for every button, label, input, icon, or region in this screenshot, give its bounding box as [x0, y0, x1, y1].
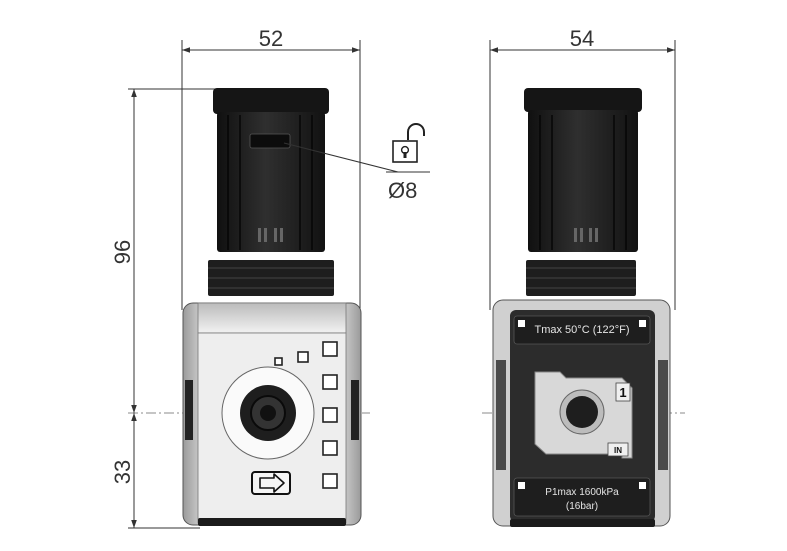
arrow-right-icon	[251, 471, 291, 495]
side-knob-marks	[574, 228, 598, 242]
front-base	[198, 518, 346, 526]
side-grips	[496, 360, 668, 470]
front-neck-threads	[208, 267, 334, 289]
front-right-grip	[351, 380, 359, 440]
side-base	[510, 519, 655, 527]
front-view	[182, 88, 362, 526]
pressure-label-line1: P1max 1600kPa	[545, 487, 619, 498]
port-number-label: 1	[619, 385, 626, 400]
side-view: Tmax 50°C (122°F) 1 IN P1max 1600kPa (16…	[492, 88, 671, 527]
side-neck-threads	[526, 267, 636, 289]
inlet-port	[566, 396, 598, 428]
port-in-label: IN	[614, 446, 622, 455]
front-knob-ribs	[227, 115, 313, 250]
front-indicator-squares	[274, 341, 338, 489]
side-knob-ribs	[539, 115, 627, 250]
height-dimensions: 96 33	[110, 88, 215, 529]
pressure-label-line2: (16bar)	[566, 501, 598, 512]
temperature-plate	[513, 315, 651, 345]
padlock-icon	[392, 123, 425, 163]
front-knob	[217, 112, 325, 252]
lock-leader	[283, 142, 430, 173]
front-knob-marks	[258, 228, 283, 242]
side-width-dimension: 54	[489, 26, 676, 310]
side-knob-cap	[524, 88, 642, 112]
front-body-top	[197, 302, 347, 334]
front-lock-slot	[249, 133, 291, 149]
lower-height-label: 33	[110, 460, 135, 484]
pressure-plate	[513, 477, 651, 517]
front-left-grip	[185, 380, 193, 440]
front-width-dimension: 52	[181, 26, 361, 310]
side-width-label: 54	[570, 26, 594, 51]
lock-diameter-label: Ø8	[388, 178, 417, 203]
side-knob	[528, 110, 638, 252]
temperature-label: Tmax 50°C (122°F)	[535, 324, 630, 336]
front-knob-cap	[213, 88, 329, 114]
upper-height-label: 96	[110, 240, 135, 264]
front-width-label: 52	[259, 26, 283, 51]
